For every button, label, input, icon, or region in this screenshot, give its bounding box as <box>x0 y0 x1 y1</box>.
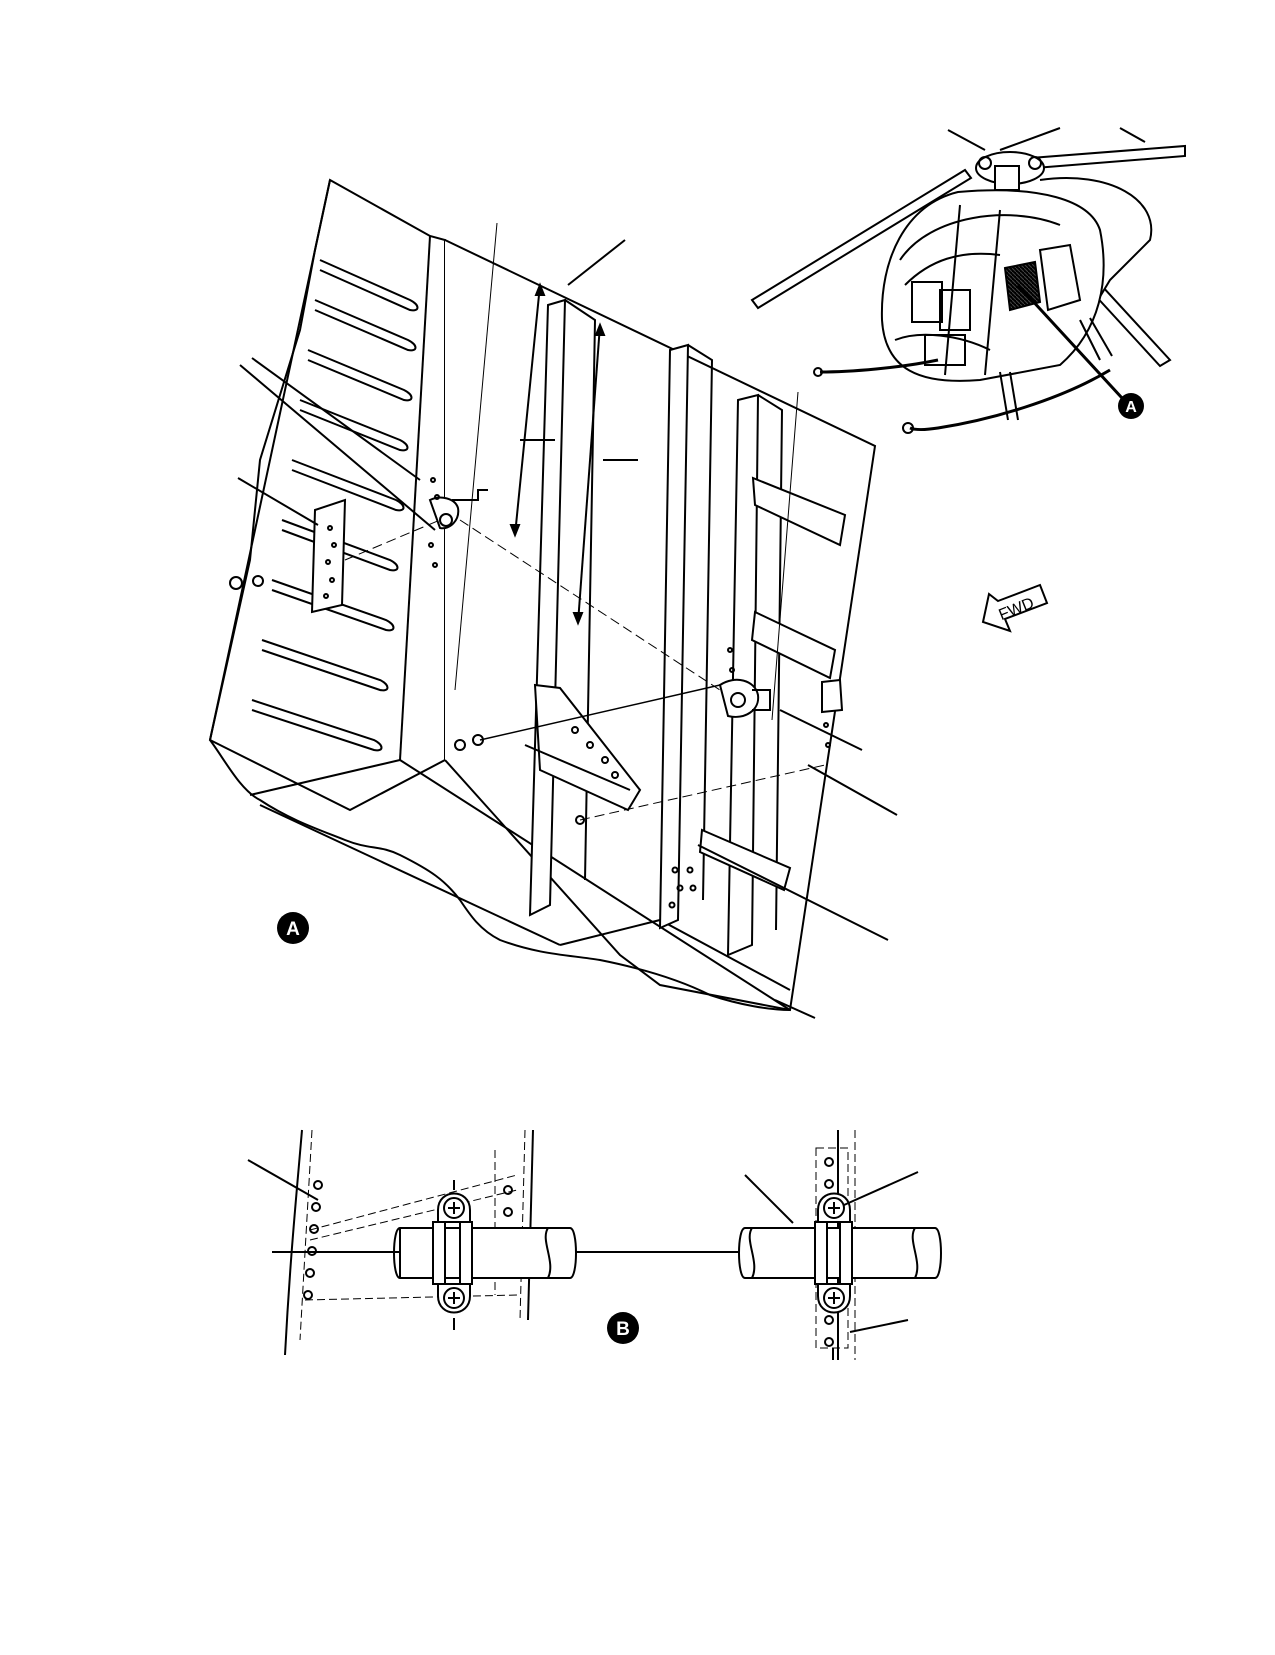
locator-callout-a: A <box>1118 393 1144 419</box>
detail-a-callout-label: A <box>286 919 300 940</box>
detail-b-right-clamp <box>738 1130 942 1360</box>
detail-a-callout: A <box>277 912 309 944</box>
detail-a-assembly <box>208 178 898 1019</box>
detail-b-callout-label: B <box>616 1319 630 1340</box>
locator-callout-a-label: A <box>1125 399 1137 416</box>
detail-b-callout: B <box>607 1312 639 1344</box>
forward-arrow: FWD <box>981 583 1049 633</box>
helicopter-locator-view <box>750 127 1186 434</box>
detail-b-left-clamp <box>247 1129 577 1356</box>
